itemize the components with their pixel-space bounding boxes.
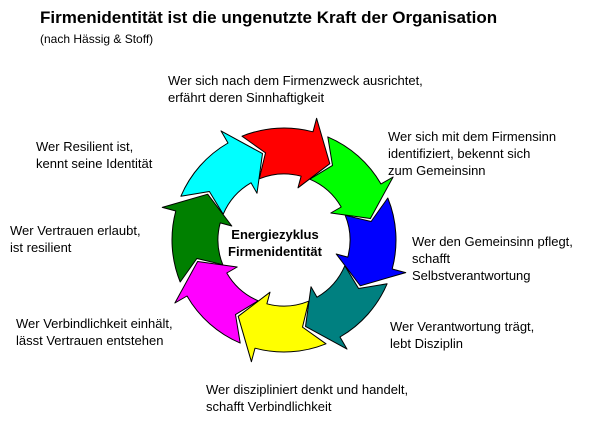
step-label-line: identifiziert, bekennt sich [388, 146, 531, 161]
step-label-purpose: Wer sich nach dem Firmenzweck ausrichtet… [168, 72, 423, 106]
step-label-resilience: Wer Resilient ist, kennt seine Identität [36, 138, 152, 172]
step-label-line: schafft [412, 251, 451, 266]
step-label-line: kennt seine Identität [36, 156, 153, 171]
step-label-line: Wer Vertrauen erlaubt, [10, 223, 141, 238]
step-label-line: Wer diszipliniert denkt und handelt, [206, 382, 409, 397]
step-label-commitment: Wer Verbindlichkeit einhält, lässt Vertr… [16, 315, 173, 349]
step-label-line: Wer Verantwortung trägt, [390, 319, 535, 334]
center-line-1: Energiezyklus [231, 227, 319, 242]
cycle-center-label: Energiezyklus Firmenidentität [210, 226, 340, 260]
page-subtitle: (nach Hässig & Stoff) [40, 32, 154, 46]
cycle-arrow-meaning [309, 136, 394, 219]
step-label-meaning: Wer sich mit dem Firmensinn identifizier… [388, 128, 556, 179]
step-label-line: lebt Disziplin [390, 336, 463, 351]
step-label-discipline: Wer diszipliniert denkt und handelt, sch… [206, 381, 408, 415]
cycle-arrow-discipline [237, 291, 327, 363]
step-label-line: ist resilient [10, 240, 72, 255]
step-label-line: Wer sich nach dem Firmenzweck ausrichtet… [168, 73, 423, 88]
cycle-arrow-purpose [241, 117, 331, 189]
center-line-2: Firmenidentität [228, 244, 322, 259]
step-label-trust: Wer Vertrauen erlaubt, ist resilient [10, 222, 141, 256]
step-label-line: schafft Verbindlichkeit [206, 399, 332, 414]
cycle-arrow-responsibility [305, 265, 388, 350]
step-label-line: erfährt deren Sinnhaftigkeit [168, 90, 325, 105]
cycle-arrow-community [335, 197, 407, 287]
step-label-line: Selbstverantwortung [412, 268, 531, 283]
step-label-community: Wer den Gemeinsinn pflegt, schafft Selbs… [412, 233, 573, 284]
step-label-line: zum Gemeinsinn [388, 163, 486, 178]
step-label-responsibility: Wer Verantwortung trägt, lebt Disziplin [390, 318, 534, 352]
page-title: Firmenidentität ist die ungenutzte Kraft… [40, 8, 498, 27]
cycle-arrow-commitment [174, 261, 259, 344]
step-label-line: Wer Resilient ist, [36, 139, 134, 154]
step-label-line: Wer sich mit dem Firmensinn [388, 129, 557, 144]
cycle-arrow-trust [161, 193, 233, 283]
step-label-line: Wer Verbindlichkeit einhält, [16, 316, 173, 331]
step-label-line: lässt Vertrauen entstehen [16, 333, 164, 348]
step-label-line: Wer den Gemeinsinn pflegt, [412, 234, 573, 249]
cycle-arrow-resilience [180, 130, 263, 215]
